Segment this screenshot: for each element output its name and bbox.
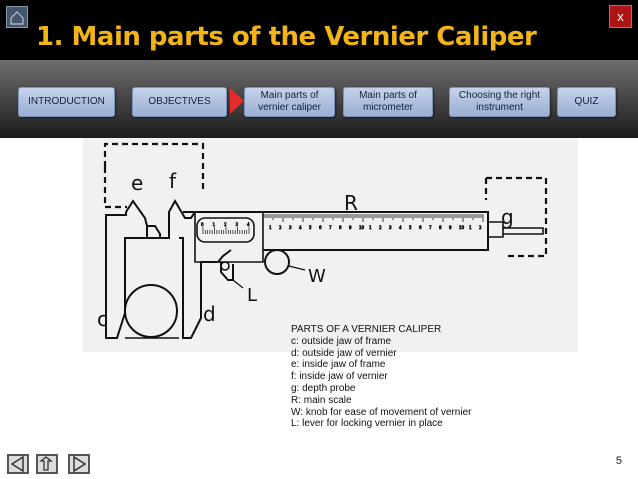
main-scale-number: 6	[419, 225, 422, 230]
main-scale-number: 1	[369, 225, 372, 230]
parts-legend: PARTS OF A VERNIER CALIPER c: outside ja…	[291, 324, 471, 430]
main-scale-number: 6	[319, 225, 322, 230]
vernier-caliper-diagram: 1 2 3 4 5 6 7 8 9 10 1 2 3 4 5 6 7 8 9 10 1 2 0 1 2 3 4 e f R g W…	[97, 142, 548, 339]
main-scale-number: 5	[409, 225, 412, 230]
legend-item: e: inside jaw of frame	[291, 359, 386, 371]
forward-button[interactable]	[68, 454, 90, 474]
tab-main-parts-micrometer[interactable]: Main parts of micrometer	[343, 87, 433, 117]
caliper-figure: 1 2 3 4 5 6 7 8 9 10 1 2 3 4 5 6 7 8 9 10 1 2 0 1 2 3 4 e f R g W…	[83, 138, 578, 352]
return-icon	[39, 456, 53, 471]
return-button[interactable]	[36, 454, 58, 474]
main-scale-number: 2	[379, 225, 382, 230]
label-f: f	[169, 169, 177, 193]
vernier-scale-number: 0	[201, 222, 204, 227]
vernier-scale-number: 3	[236, 222, 239, 227]
main-scale-number: 2	[279, 225, 282, 230]
main-scale-number: 2	[479, 225, 482, 230]
active-tab-arrow-icon	[230, 88, 244, 114]
label-e: e	[131, 171, 143, 195]
main-scale-number: 3	[389, 225, 392, 230]
label-R: R	[344, 191, 358, 215]
main-scale-number: 1	[269, 225, 272, 230]
legend-item: R: main scale	[291, 394, 352, 406]
back-button[interactable]	[7, 454, 29, 474]
main-scale-number: 10	[459, 225, 465, 230]
legend-item: g: depth probe	[291, 382, 356, 394]
label-W: W	[308, 266, 326, 287]
main-scale-number: 7	[429, 225, 432, 230]
label-c: c	[97, 307, 108, 331]
main-scale-number: 3	[289, 225, 292, 230]
legend-item: W: knob for ease of movement of vernier	[291, 406, 472, 418]
legend-title: PARTS OF A VERNIER CALIPER	[291, 324, 442, 335]
tab-main-parts-vernier[interactable]: Main parts of vernier caliper	[244, 87, 335, 117]
tab-quiz[interactable]: QUIZ	[557, 87, 616, 117]
back-arrow-icon	[10, 456, 24, 472]
label-L: L	[247, 285, 257, 306]
tab-choosing-instrument[interactable]: Choosing the right instrument	[449, 87, 550, 117]
legend-item: d: outside jaw of vernier	[291, 347, 397, 359]
main-scale-number: 9	[449, 225, 452, 230]
home-button[interactable]	[6, 6, 28, 28]
vernier-scale-number: 1	[213, 222, 216, 227]
main-scale-number: 4	[299, 225, 302, 230]
header-bar	[0, 0, 638, 60]
page-title: 1. Main parts of the Vernier Caliper	[36, 22, 537, 52]
tab-introduction[interactable]: INTRODUCTION	[18, 87, 115, 117]
page-number: 5	[615, 455, 622, 467]
main-scale-number: 8	[439, 225, 442, 230]
main-scale-number: 7	[329, 225, 332, 230]
main-scale-number: 1	[469, 225, 472, 230]
legend-item: c: outside jaw of frame	[291, 335, 392, 347]
main-scale-number: 10	[359, 225, 365, 230]
main-scale-number: 4	[399, 225, 402, 230]
vernier-scale-number: 2	[224, 222, 227, 227]
tab-objectives[interactable]: OBJECTIVES	[132, 87, 227, 117]
main-scale-number: 5	[309, 225, 312, 230]
home-icon	[10, 11, 24, 25]
legend-item: f: inside jaw of vernier	[291, 371, 388, 383]
main-scale-number: 8	[339, 225, 342, 230]
close-button[interactable]: x	[609, 5, 632, 28]
vernier-scale-number: 4	[247, 222, 250, 227]
forward-arrow-icon	[73, 456, 87, 472]
label-d: d	[203, 302, 216, 326]
label-g: g	[501, 205, 514, 229]
legend-item: L: lever for locking vernier in place	[291, 418, 443, 430]
main-scale-number: 9	[349, 225, 352, 230]
